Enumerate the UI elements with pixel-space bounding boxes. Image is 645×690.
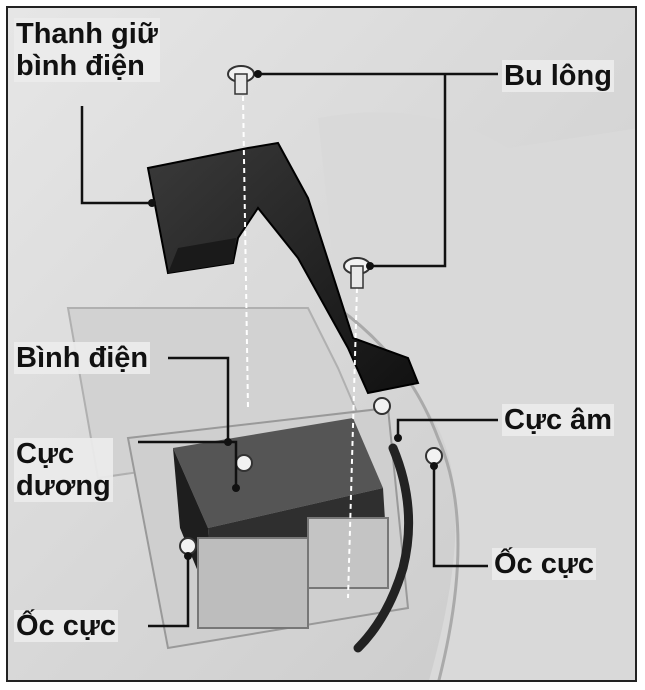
label-terminal-nut-left: Ốc cực (14, 610, 118, 642)
label-battery-holder: Thanh giữ bình điện (14, 18, 160, 82)
terminal-nut-right-icon (426, 448, 442, 464)
fuse-box (198, 538, 308, 628)
terminal-nut-left-icon (180, 538, 196, 554)
label-battery: Bình điện (14, 342, 150, 374)
label-positive-terminal: Cực dương (14, 438, 113, 502)
label-bolt: Bu lông (502, 60, 614, 92)
label-terminal-nut-right: Ốc cực (492, 548, 596, 580)
label-negative-terminal: Cực âm (502, 404, 614, 436)
diagram-frame: Thanh giữ bình điện Bu lông Bình điện Cự… (6, 6, 637, 682)
terminal-nut-positive (236, 455, 252, 471)
terminal-nut-negative (374, 398, 390, 414)
